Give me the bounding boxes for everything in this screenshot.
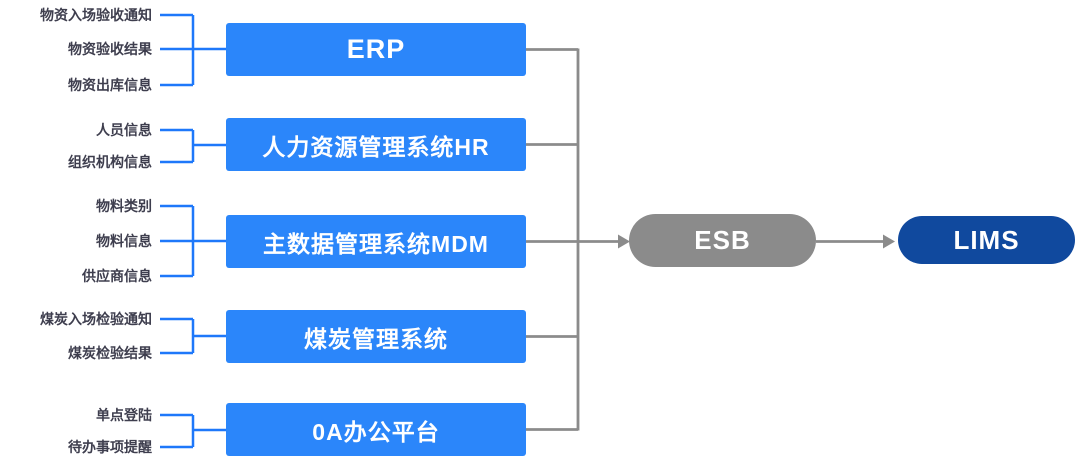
input-label-supplier-info: 供应商信息 (82, 268, 152, 284)
system-box-mdm: 主数据管理系统MDM (226, 215, 526, 268)
esb-hub-pill: ESB (629, 214, 816, 267)
system-box-oa: 0A办公平台 (226, 403, 526, 456)
input-label-material-outbound-info: 物资出库信息 (68, 77, 152, 93)
input-label-coal-entry-notice: 煤炭入场检验通知 (40, 311, 152, 327)
input-label-material-accept-result: 物资验收结果 (68, 41, 152, 57)
arrowhead-to-esb-icon (618, 234, 630, 249)
input-connectors (160, 13, 226, 449)
input-label-material-category: 物料类别 (96, 198, 152, 214)
system-box-coal: 煤炭管理系统 (226, 310, 526, 363)
lims-target-pill: LIMS (898, 216, 1075, 264)
input-label-coal-test-result: 煤炭检验结果 (68, 345, 152, 361)
input-label-todo-reminder: 待办事项提醒 (68, 439, 152, 455)
input-label-single-sign-on: 单点登陆 (96, 407, 152, 423)
bus-connectors (526, 48, 883, 431)
arrowhead-to-lims-icon (883, 234, 895, 249)
input-label-organization-info: 组织机构信息 (68, 154, 152, 170)
input-label-material-info: 物料信息 (96, 233, 152, 249)
input-label-personnel-info: 人员信息 (96, 122, 152, 138)
system-box-hr: 人力资源管理系统HR (226, 118, 526, 171)
system-box-erp: ERP (226, 23, 526, 76)
input-label-material-entry-notice: 物资入场验收通知 (40, 7, 152, 23)
